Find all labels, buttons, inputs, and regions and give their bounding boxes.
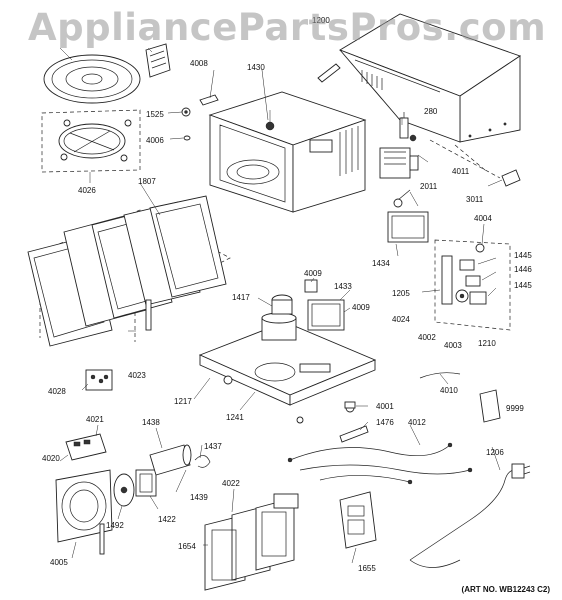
- hinge-parts: [181, 94, 219, 141]
- callout-1446: 1446: [514, 265, 532, 274]
- wire-harness: [287, 442, 473, 485]
- fan-duct-4005: [55, 469, 113, 543]
- watermark: AppliancePartsPros.com: [28, 6, 547, 49]
- callout-1445-lower: 1445: [514, 281, 532, 290]
- magnetron: [379, 147, 419, 179]
- callout-1217: 1217: [174, 397, 192, 406]
- callout-1422: 1422: [158, 515, 176, 524]
- callout-1654: 1654: [178, 542, 196, 551]
- callout-9999: 9999: [506, 404, 524, 413]
- callout-4021: 4021: [86, 415, 104, 424]
- diode-1476: [339, 425, 369, 443]
- callout-4024: 4024: [392, 315, 410, 324]
- callout-2011: 2011: [420, 182, 438, 191]
- callout-4003: 4003: [444, 341, 462, 350]
- callout-4001: 4001: [376, 402, 394, 411]
- callout-1434: 1434: [372, 259, 390, 268]
- oven-cavity: [208, 91, 367, 213]
- callout-3011: 3011: [466, 195, 484, 204]
- case-vents: [361, 70, 383, 90]
- callout-4005: 4005: [50, 558, 68, 567]
- callout-1438: 1438: [142, 418, 160, 427]
- fan-motor-1422: [135, 469, 157, 497]
- callout-4002: 4002: [418, 333, 436, 342]
- callout-1205: 1205: [392, 289, 410, 298]
- callout-1525: 1525: [146, 110, 164, 119]
- callout-4008: 4008: [190, 59, 208, 68]
- callout-4009-upper: 4009: [304, 269, 322, 278]
- callout-4022: 4022: [222, 479, 240, 488]
- door-assembly: [27, 195, 231, 347]
- callout-1476: 1476: [376, 418, 394, 427]
- thermal-cutout: [399, 112, 417, 142]
- feet-and-screws: [223, 375, 356, 424]
- callout-1417: 1417: [232, 293, 250, 302]
- art-number: (ART NO. WB12243 C2): [461, 585, 550, 594]
- callout-1430: 1430: [247, 63, 265, 72]
- fuse-4009: [304, 279, 318, 293]
- turntable-tray: [43, 54, 141, 104]
- lead-wire-4010: [419, 372, 461, 379]
- callout-1241: 1241: [226, 413, 244, 422]
- callout-4010: 4010: [440, 386, 458, 395]
- control-board-4021: [65, 433, 107, 461]
- callout-leaders: [59, 47, 501, 564]
- callout-labels: 1200 1430 1525 4006 4008 4026 1807 4023 …: [42, 16, 532, 573]
- cavity-mesh: [339, 126, 359, 176]
- assembly-dashed-leaders: [429, 139, 501, 179]
- roller-ring-assembly: [41, 109, 141, 183]
- callout-1492: 1492: [106, 521, 124, 530]
- callout-1437: 1437: [204, 442, 222, 451]
- callout-1433: 1433: [334, 282, 352, 291]
- control-panel: [203, 493, 299, 591]
- outer-case: [338, 13, 522, 143]
- hv-transformer-1433: [307, 299, 345, 331]
- callout-4023: 4023: [128, 371, 146, 380]
- callout-4004: 4004: [474, 214, 492, 223]
- callout-4006: 4006: [146, 136, 164, 145]
- callout-4012: 4012: [408, 418, 426, 427]
- capacitor-clip-1437: [194, 455, 211, 468]
- capacitor-1438: [149, 444, 192, 476]
- door-switch-assembly: [434, 239, 511, 331]
- callout-4011: 4011: [452, 167, 470, 176]
- callout-1445-upper: 1445: [514, 251, 532, 260]
- callout-1439: 1439: [190, 493, 208, 502]
- callout-4026: 4026: [78, 186, 96, 195]
- owner-manual: [479, 389, 501, 423]
- power-cord: [409, 463, 531, 568]
- base-plate: [198, 312, 377, 406]
- stirrer-motor-1417: [271, 294, 293, 315]
- callout-1210: 1210: [478, 339, 496, 348]
- callout-4028: 4028: [48, 387, 66, 396]
- callout-1206: 1206: [486, 448, 504, 457]
- callout-4009-lower: 4009: [352, 303, 370, 312]
- callout-1807: 1807: [138, 177, 156, 186]
- fan-blade-1492: [113, 473, 135, 507]
- callout-280: 280: [424, 107, 438, 116]
- mount-hardware-kit: [85, 369, 113, 391]
- callout-1655: 1655: [358, 564, 376, 573]
- cover-sheet: [145, 43, 171, 78]
- vent-bracket: [317, 63, 341, 83]
- pin-rod: [99, 523, 105, 555]
- pcb-1655: [339, 491, 377, 549]
- callout-1200: 1200: [312, 16, 330, 25]
- transformer-2011: [387, 189, 429, 243]
- callout-4020: 4020: [42, 454, 60, 463]
- power-plug-3011: [487, 169, 521, 187]
